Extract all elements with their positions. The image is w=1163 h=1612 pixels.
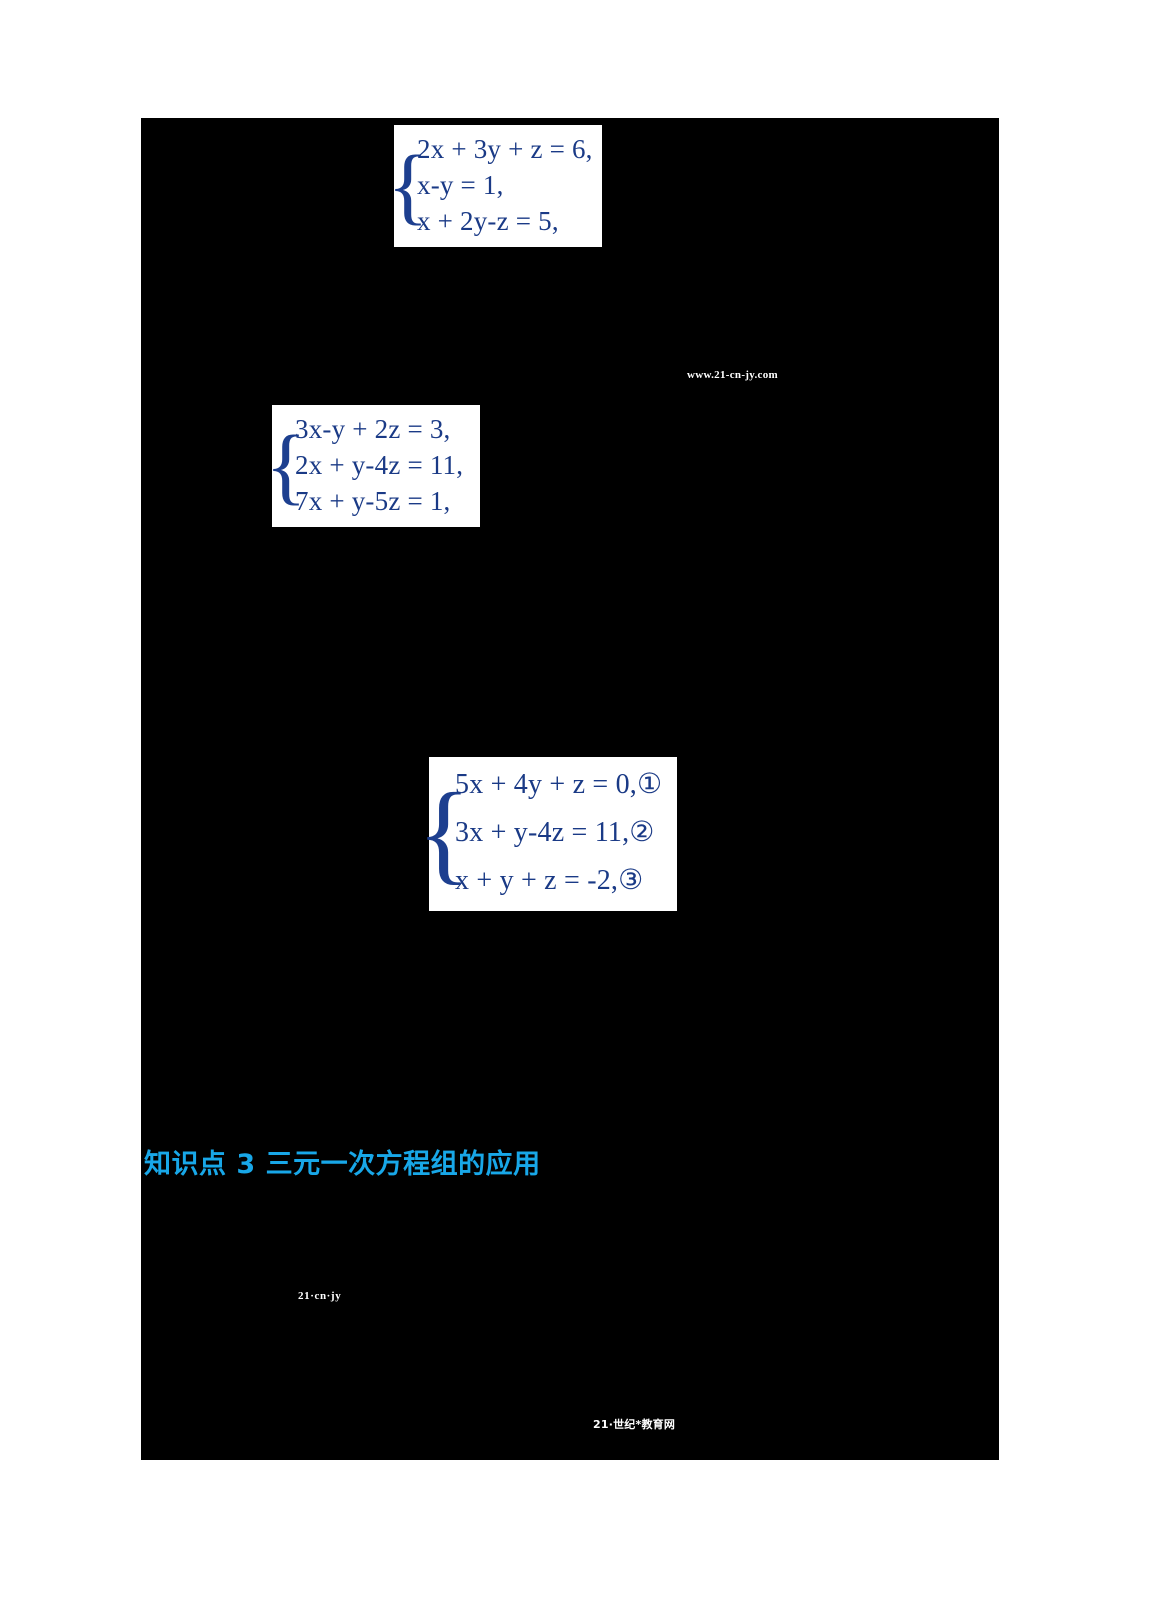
footer-brand: 21·世纪*教育网 bbox=[593, 1418, 676, 1431]
equation-block-3: { 5x + 4y + z = 0,① 3x + y-4z = 11,② x +… bbox=[417, 757, 677, 911]
equation-lines: 5x + 4y + z = 0,① 3x + y-4z = 11,② x + y… bbox=[455, 759, 662, 907]
brace-icon: { bbox=[387, 137, 429, 233]
equation-line: x + 2y-z = 5, bbox=[417, 206, 559, 236]
brace-icon: { bbox=[265, 417, 307, 513]
watermark-short: 21·cn·jy bbox=[298, 1290, 342, 1302]
equation-line: 7x + y-5z = 1, bbox=[295, 486, 451, 516]
equation-block-2: { 3x-y + 2z = 3, 2x + y-4z = 11, 7x + y-… bbox=[265, 405, 480, 527]
section-heading: 知识点 3 三元一次方程组的应用 bbox=[144, 1149, 541, 1180]
watermark-url: www.21-cn-jy.com bbox=[687, 369, 778, 381]
equation-line: x + y + z = -2,③ bbox=[455, 865, 644, 896]
brace-icon: { bbox=[417, 771, 471, 895]
equation-line: 5x + 4y + z = 0,① bbox=[455, 769, 663, 800]
equation-line: 3x-y + 2z = 3, bbox=[295, 414, 451, 444]
equation-line: 2x + y-4z = 11, bbox=[295, 450, 464, 480]
equation-line: x-y = 1, bbox=[417, 170, 504, 200]
equation-block-1: { 2x + 3y + z = 6, x-y = 1, x + 2y-z = 5… bbox=[387, 125, 602, 247]
equation-line: 3x + y-4z = 11,② bbox=[455, 817, 655, 848]
equation-line: 2x + 3y + z = 6, bbox=[417, 134, 593, 164]
document-page: { 2x + 3y + z = 6, x-y = 1, x + 2y-z = 5… bbox=[141, 118, 999, 1460]
equation-lines: 3x-y + 2z = 3, 2x + y-4z = 11, 7x + y-5z… bbox=[295, 407, 463, 523]
equation-lines: 2x + 3y + z = 6, x-y = 1, x + 2y-z = 5, bbox=[417, 127, 593, 243]
